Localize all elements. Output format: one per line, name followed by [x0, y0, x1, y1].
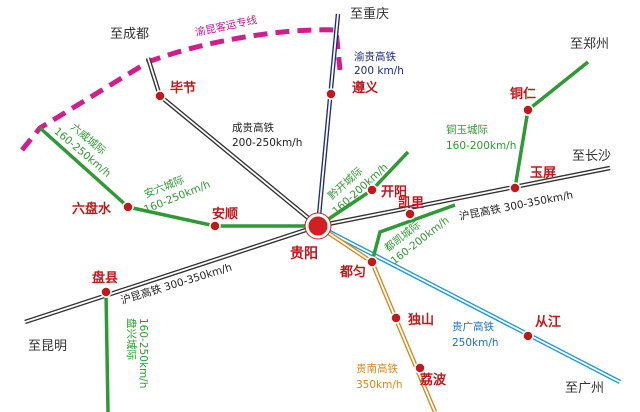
line-panxing [104, 291, 110, 412]
line-speed-tongyu: 160-200km/h [446, 140, 516, 152]
station-kaiyang [366, 184, 378, 196]
city-panxian: 盘县 [92, 270, 118, 286]
dest-chongqing: 至重庆 [350, 6, 389, 22]
line-label-guiguang: 贵广高铁 [452, 320, 494, 333]
station-panxian [100, 286, 112, 298]
line-duxin [370, 203, 456, 263]
city-guiyang: 贵阳 [290, 245, 318, 262]
city-congjiang: 从江 [535, 314, 561, 330]
station-tongren [522, 104, 534, 116]
line-label-guinan: 贵南高铁 [356, 362, 398, 375]
line-label-chenggui: 成贵高铁 [232, 121, 274, 134]
station-guiyang [305, 213, 331, 239]
station-anshun [209, 220, 221, 232]
dest-kunming: 至昆明 [28, 339, 67, 354]
line-label-panxing: 盘兴城际 [125, 318, 138, 360]
city-libo: 荔波 [419, 372, 447, 388]
line-liuwei [38, 126, 130, 209]
dest-guangzhou: 至广州 [565, 381, 604, 396]
city-kaiyang: 开阳 [381, 185, 407, 200]
line-speed-chenggui: 200-250km/h [232, 137, 302, 149]
city-yuping: 玉屏 [530, 166, 556, 181]
station-dushan [390, 312, 402, 324]
line-speed-yugui: 200 km/h [354, 65, 404, 77]
station-libo [414, 362, 426, 374]
city-dushan: 独山 [408, 312, 434, 328]
station-kaili [404, 208, 416, 220]
city-anshun: 安顺 [212, 206, 238, 222]
city-zunyi: 遵义 [352, 80, 379, 96]
line-label-tongyu: 铜玉城际 [446, 124, 488, 136]
line-label-yumin: 渝昆客运专线 [194, 13, 259, 39]
station-bijie [154, 90, 166, 102]
station-duyun [366, 256, 378, 268]
city-duyun: 都匀 [339, 264, 366, 280]
dest-chengdu: 至成都 [110, 27, 149, 42]
station-liupanshui [122, 201, 134, 213]
city-bijie: 毕节 [170, 80, 196, 96]
line-speed-panxing: 160-250km/h [137, 318, 149, 388]
dest-zhengzhou: 至郑州 [570, 37, 609, 52]
line-label-yugui: 渝贵高铁 [354, 50, 396, 63]
city-liupanshui: 六盘水 [72, 201, 112, 217]
station-zunyi [325, 88, 337, 100]
city-tongren: 铜仁 [509, 86, 536, 102]
station-congjiang [522, 330, 534, 342]
line-speed-guinan: 350km/h [356, 379, 403, 391]
station-yuping [509, 182, 521, 194]
line-speed-guiguang: 250km/h [452, 337, 499, 349]
city-kaili: 凯里 [398, 195, 424, 211]
dest-changsha: 至长沙 [572, 149, 611, 164]
